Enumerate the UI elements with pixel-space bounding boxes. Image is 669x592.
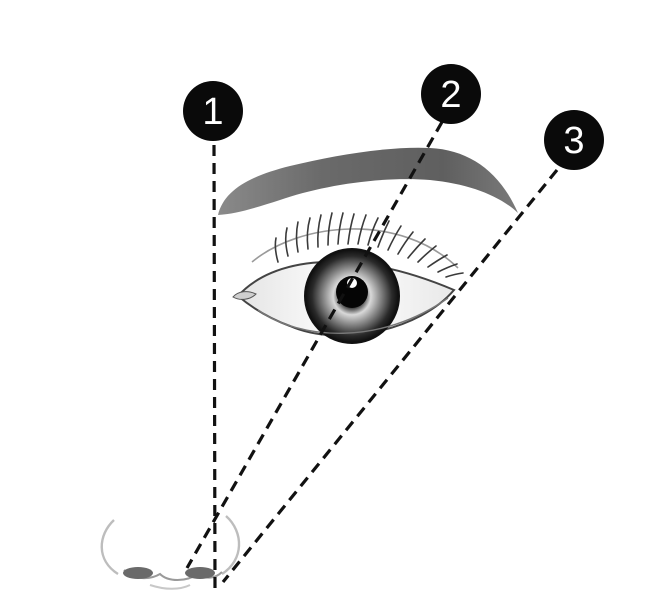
guide-line-1: [212, 144, 217, 592]
marker-1: 1: [183, 81, 243, 141]
guide-lines: [185, 121, 559, 592]
marker-3-circle: [544, 110, 604, 170]
marker-2-label: 2: [440, 74, 461, 116]
eye-illustration: [232, 212, 464, 344]
marker-1-circle: [183, 81, 243, 141]
marker-1-label: 1: [202, 91, 223, 133]
marker-3: 3: [544, 110, 604, 170]
marker-2: 2: [421, 64, 481, 124]
nose-sketch: [100, 515, 241, 590]
guide-line-3: [221, 168, 559, 584]
eyebrow-shape: [218, 147, 518, 215]
guide-line-2: [185, 121, 444, 569]
marker-3-label: 3: [563, 120, 584, 162]
marker-2-circle: [421, 64, 481, 124]
